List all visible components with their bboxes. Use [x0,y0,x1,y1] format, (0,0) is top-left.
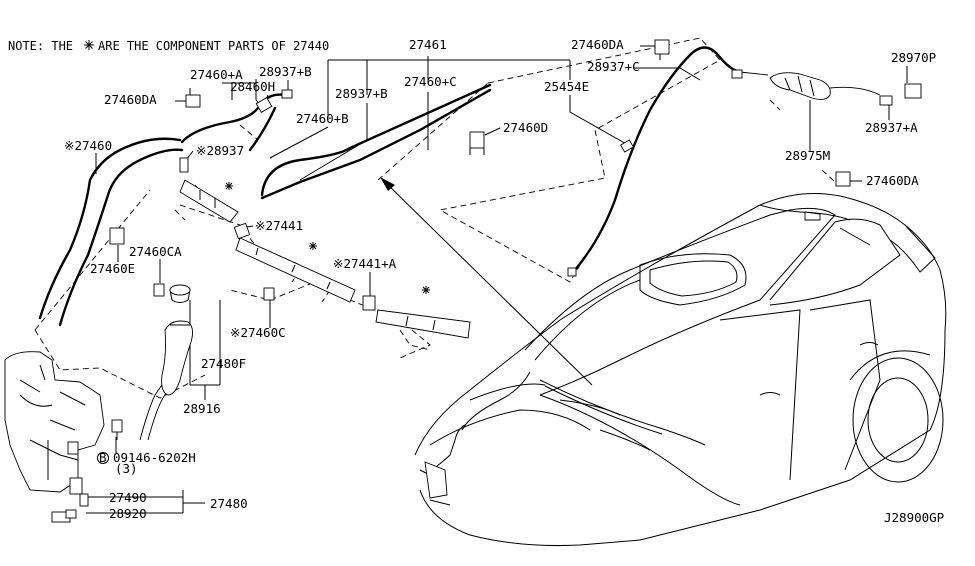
label-28975M: 28975M [785,148,830,163]
part-star-1-icon [225,182,233,190]
label-27441-star: ※27441 [255,218,303,233]
label-27460DA-top: 27460DA [571,37,624,52]
vehicle-outline [414,192,947,547]
label-09146-qty: (3) [115,461,138,476]
clip-27460DA-right [835,171,851,187]
label-27460E: 27460E [90,261,135,276]
label-27460B: 27460+B [296,111,349,126]
label-25454E: 25454E [544,79,589,94]
label-27441A-star: ※27441+A [333,256,397,271]
label-27460DA-left: 27460DA [104,92,157,107]
note-prefix: NOTE: THE [8,39,73,53]
rear-nozzle-28975M [769,72,831,100]
nozzle-strip-3 [375,309,471,339]
label-27460A: 27460+A [190,67,243,82]
bolt-b-letter: B [99,450,107,465]
arrow-head-icon [380,177,395,191]
label-28970P: 28970P [891,50,936,65]
clip-27460C [263,287,275,301]
label-27480: 27480 [210,496,248,511]
label-28937C: 28937+C [587,59,640,74]
part-star-2-icon [309,242,317,250]
washer-tank [4,351,105,493]
label-28460H: 28460H [230,79,275,94]
clip-28970P [904,83,922,99]
clip-27441A [362,295,376,311]
label-28937B: 28937+B [335,86,388,101]
clip-28937B [281,89,293,99]
label-28937-star: ※28937 [196,143,244,158]
note-star-icon [84,40,94,50]
label-27460C-star: ※27460C [230,325,286,340]
clip-27460DA-left [185,88,201,108]
label-27461: 27461 [409,37,447,52]
clip-25454E [620,139,634,153]
bolt-b-badge: B [97,450,109,465]
clip-28937A [879,95,893,106]
label-09146: 09146-6202H [113,450,196,465]
washer-pump [51,477,89,523]
filler-neck [161,284,193,396]
clip-28937-star [179,157,189,173]
label-28937A: 28937+A [865,120,918,135]
label-27480F: 27480F [201,356,246,371]
note-suffix: ARE THE COMPONENT PARTS OF 27440 [98,39,329,53]
part-star-3-icon [422,286,430,294]
nozzle-strip-2 [235,237,356,303]
hose-end-575 [567,267,577,277]
clip-27441 [233,222,251,240]
clip-28460H [255,97,273,113]
nozzle-strip-1 [179,179,239,223]
label-27460D: 27460D [503,120,548,135]
label-27460C-top: 27460+C [404,74,457,89]
label-28937B-top: 28937+B [259,64,312,79]
clip-27460CA [153,283,165,297]
clip-27460DA-top [654,39,670,60]
clip-27460D [469,131,485,155]
washer-hoses [38,46,881,441]
label-27460-star: ※27460 [64,138,112,153]
diagram-code: J28900GP [884,510,944,525]
label-27460CA: 27460CA [129,244,182,259]
leader-lines [86,45,908,514]
clip-28937C [731,69,743,79]
label-28916: 28916 [183,401,221,416]
label-27460DA-right: 27460DA [866,173,919,188]
clip-27460E [109,227,125,245]
bolt-09146 [111,419,123,440]
